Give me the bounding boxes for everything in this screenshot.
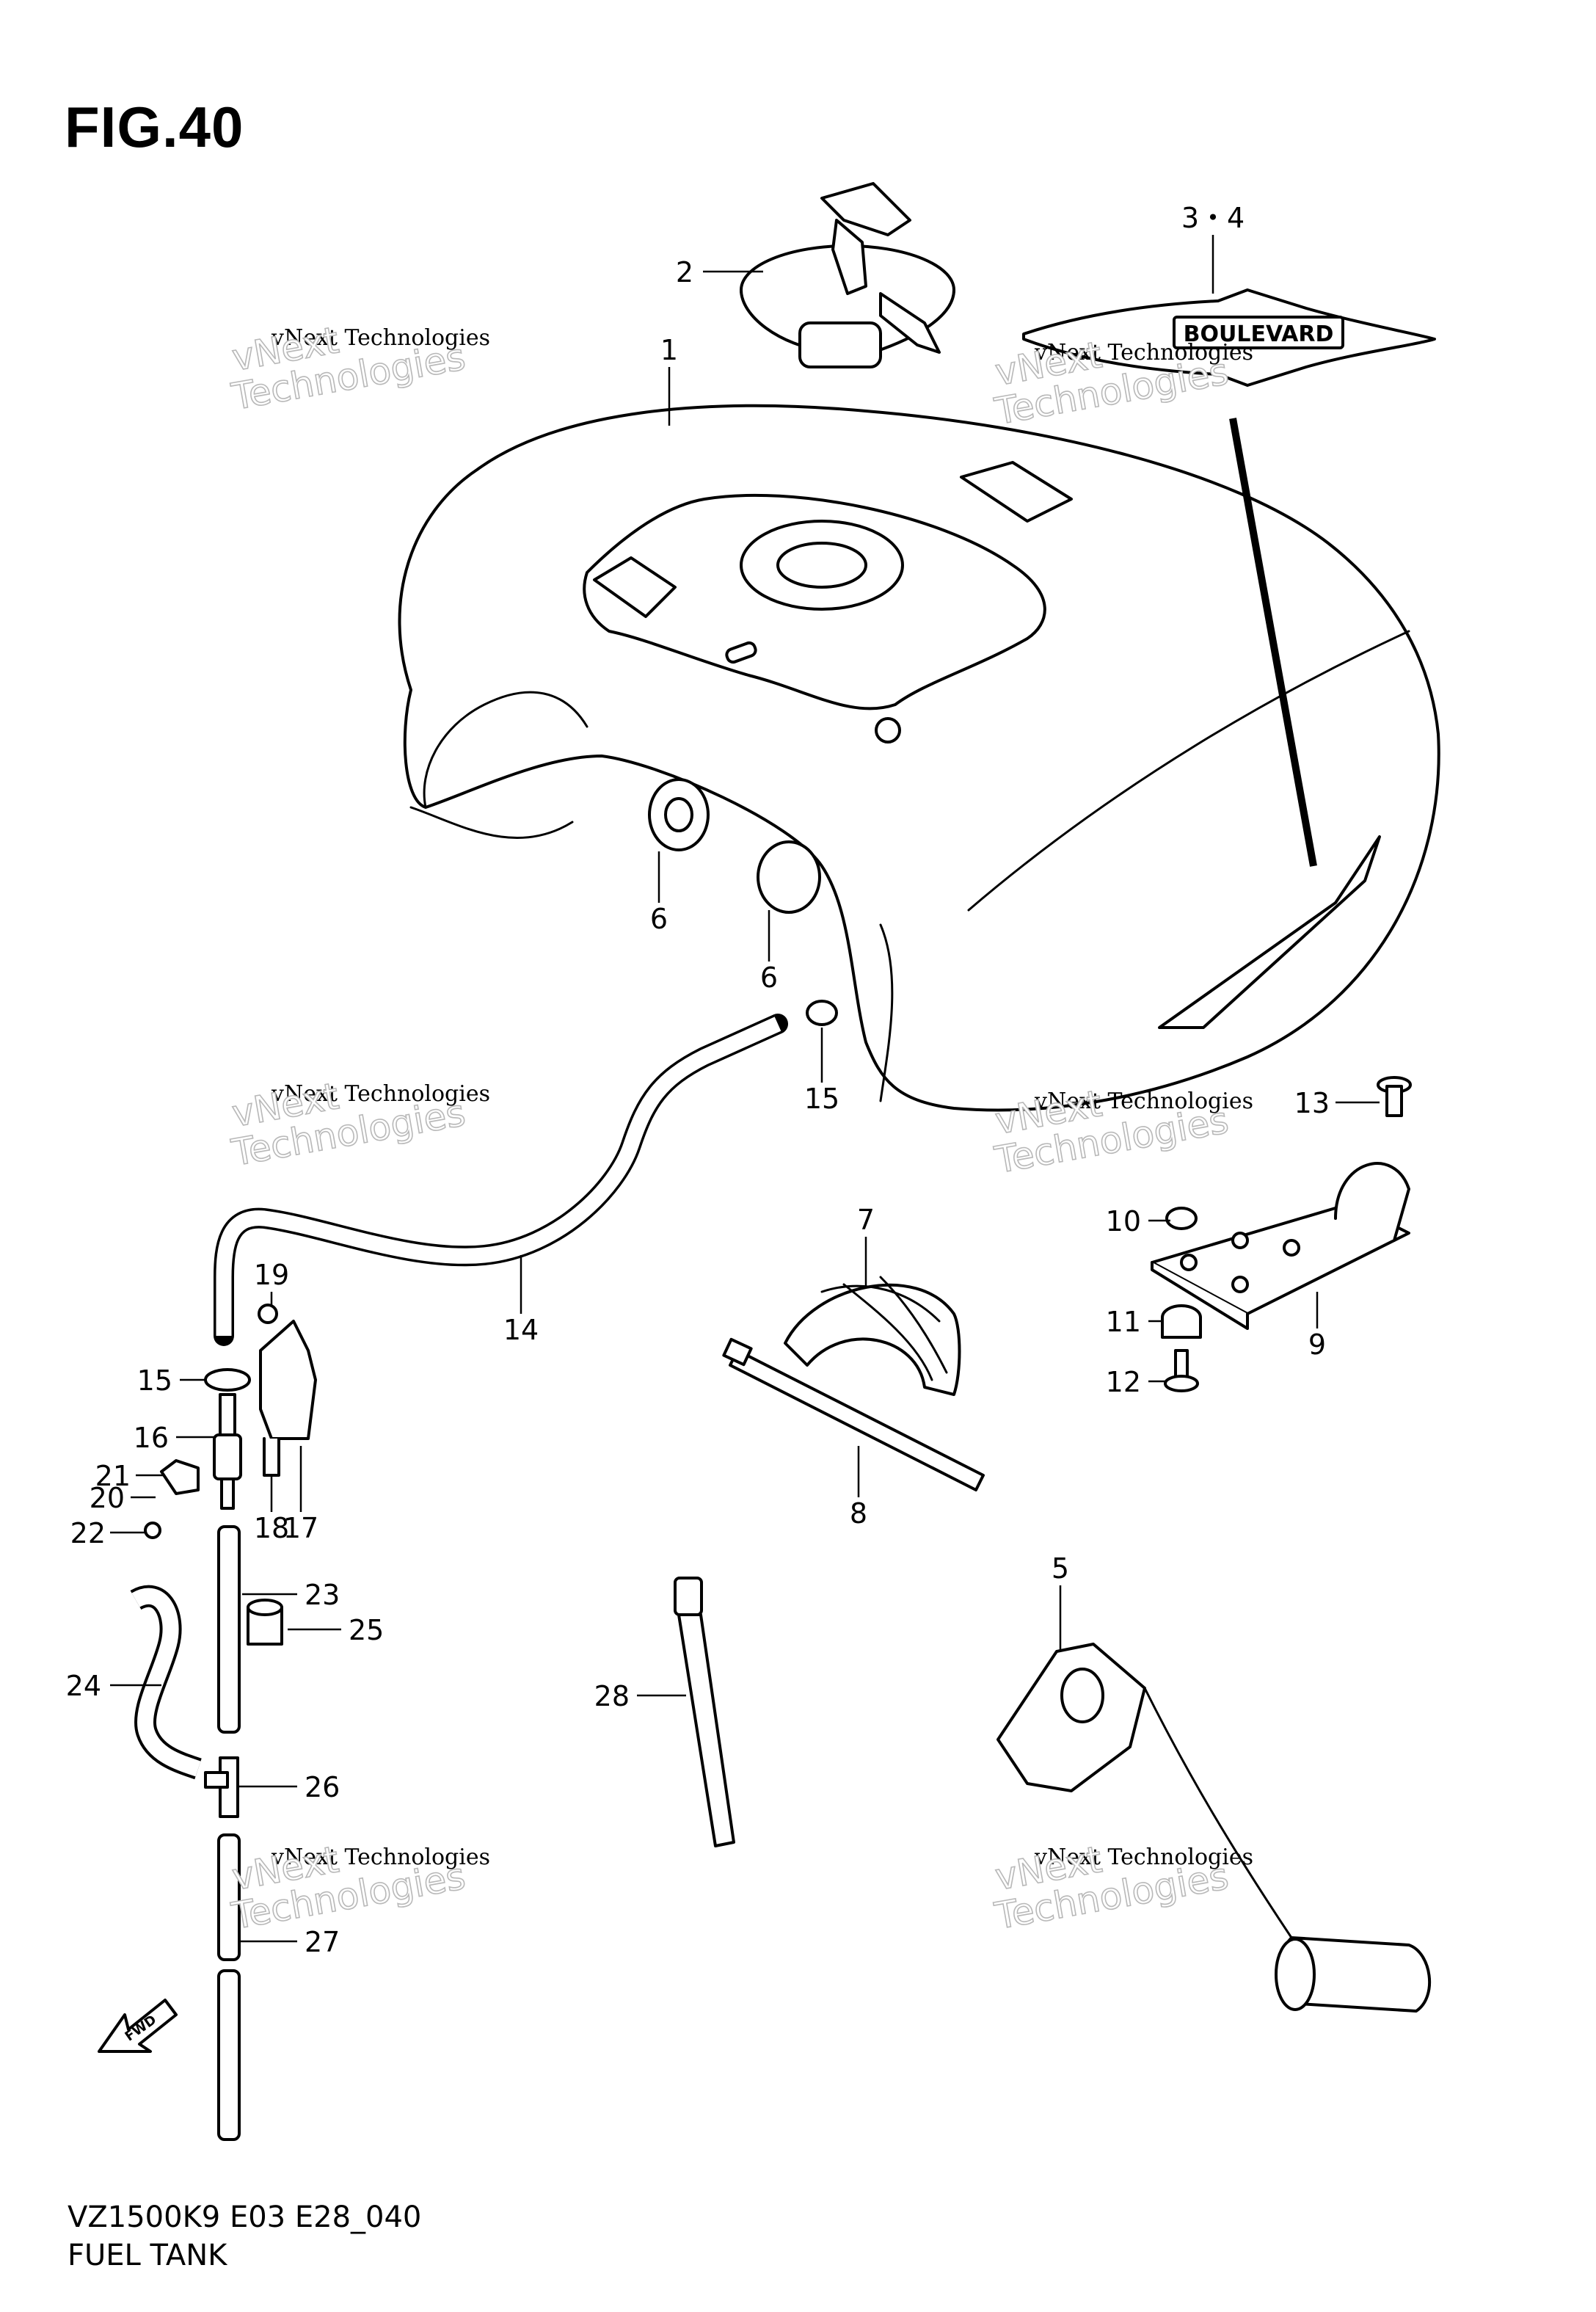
callout-7: 7 bbox=[857, 1204, 875, 1236]
rubber-plug-a bbox=[648, 778, 710, 851]
watermarks: vNext Technologies vNext Technologies vN… bbox=[227, 319, 1253, 1938]
hose-24 bbox=[130, 1585, 202, 1780]
callout-6a: 6 bbox=[650, 903, 668, 935]
footer-section-name: FUEL TANK bbox=[68, 2239, 227, 2272]
callout-2: 2 bbox=[676, 256, 693, 288]
callout-17: 17 bbox=[283, 1512, 318, 1544]
svg-text:vNext Technologies: vNext Technologies bbox=[271, 1844, 490, 1870]
svg-text:vNext Technologies: vNext Technologies bbox=[1034, 340, 1253, 366]
callout-18: 18 bbox=[254, 1512, 289, 1544]
rubber-mount-11 bbox=[1161, 1304, 1202, 1339]
callout-16: 16 bbox=[134, 1422, 169, 1454]
callout-24: 24 bbox=[66, 1670, 101, 1702]
hose-clip-15-upper bbox=[806, 1000, 838, 1026]
rubber-cushion-10 bbox=[1165, 1207, 1198, 1230]
callout-25: 25 bbox=[349, 1614, 384, 1646]
callouts: 1 2 3・4 5 6 6 7 8 9 10 11 12 13 14 15 15… bbox=[66, 202, 1330, 1958]
cable-tie bbox=[722, 1337, 985, 1491]
hose-23 bbox=[217, 1525, 241, 1734]
fuel-hose-14 bbox=[214, 1014, 788, 1346]
bolt-13 bbox=[1377, 1076, 1412, 1117]
callout-8: 8 bbox=[850, 1497, 867, 1530]
cable-tie-28 bbox=[674, 1577, 735, 1847]
callout-22: 22 bbox=[70, 1517, 106, 1549]
watermark-3: vNext Technologies vNext Technologies bbox=[227, 1075, 490, 1175]
callout-9: 9 bbox=[1308, 1328, 1326, 1361]
tank-cushion bbox=[784, 1276, 961, 1396]
hose-27 bbox=[217, 1833, 241, 2141]
callout-5: 5 bbox=[1052, 1552, 1069, 1585]
callout-26: 26 bbox=[305, 1771, 340, 1803]
svg-text:vNext Technologies: vNext Technologies bbox=[271, 1081, 490, 1107]
callout-14: 14 bbox=[503, 1314, 539, 1346]
callout-10: 10 bbox=[1106, 1205, 1141, 1237]
hose-protector-25 bbox=[247, 1599, 283, 1646]
figure-title: FIG.40 bbox=[65, 95, 244, 159]
callout-27: 27 bbox=[305, 1926, 340, 1958]
callout-15-upper: 15 bbox=[804, 1083, 839, 1115]
watermark-4: vNext Technologies vNext Technologies bbox=[991, 1082, 1253, 1182]
emblem: BOULEVARD bbox=[1022, 288, 1436, 867]
callout-21: 21 bbox=[95, 1460, 131, 1492]
fuel-level-gauge bbox=[996, 1643, 1432, 2013]
fuel-tank bbox=[398, 404, 1440, 1112]
callout-1: 1 bbox=[660, 334, 678, 366]
watermark-6: vNext Technologies vNext Technologies bbox=[991, 1838, 1253, 1938]
callout-13: 13 bbox=[1294, 1087, 1330, 1119]
callout-6b: 6 bbox=[760, 961, 778, 994]
emblem-text: BOULEVARD bbox=[1184, 321, 1334, 347]
bolt-12 bbox=[1164, 1349, 1199, 1392]
callout-19: 19 bbox=[254, 1259, 289, 1291]
callout-3-4: 3・4 bbox=[1181, 202, 1245, 234]
tank-mount-bracket bbox=[1151, 1162, 1410, 1330]
t-joint-26 bbox=[204, 1756, 239, 1818]
callout-23: 23 bbox=[305, 1579, 340, 1611]
svg-text:vNext Technologies: vNext Technologies bbox=[1034, 1844, 1253, 1870]
callout-15-lower: 15 bbox=[137, 1364, 172, 1397]
fuel-cap bbox=[740, 182, 955, 368]
fuel-valve-assembly bbox=[144, 1304, 317, 1539]
svg-text:vNext Technologies: vNext Technologies bbox=[1034, 1088, 1253, 1114]
leader-lines bbox=[110, 235, 1380, 1943]
callout-20: 20 bbox=[90, 1482, 125, 1514]
watermark-2: vNext Technologies vNext Technologies bbox=[991, 333, 1253, 434]
forward-arrow: FWD bbox=[98, 1999, 178, 2053]
footer-model-code: VZ1500K9 E03 E28_040 bbox=[68, 2200, 422, 2234]
rubber-plug-b bbox=[757, 840, 821, 914]
callout-28: 28 bbox=[594, 1680, 630, 1712]
watermark-5: vNext Technologies vNext Technologies bbox=[227, 1838, 490, 1938]
svg-text:vNext Technologies: vNext Technologies bbox=[271, 325, 490, 351]
callout-11: 11 bbox=[1106, 1306, 1141, 1338]
watermark-1: vNext Technologies vNext Technologies bbox=[227, 319, 490, 419]
callout-12: 12 bbox=[1106, 1366, 1141, 1398]
